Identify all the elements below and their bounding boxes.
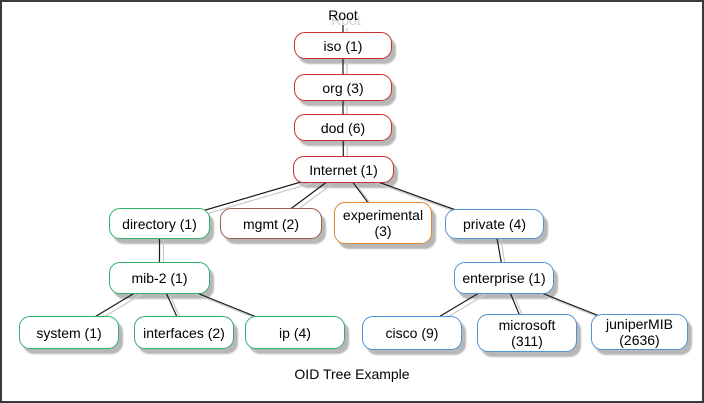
diagram-caption: OID Tree Example: [294, 366, 410, 382]
edge-internet-private-shadow: [347, 171, 499, 228]
edge-internet-experimental: [343, 169, 384, 224]
edge-enterprise-cisco: [411, 277, 505, 334]
edge-enterprise-cisco-shadow: [415, 280, 509, 337]
edge-mib2-system-shadow: [72, 280, 164, 337]
edge-internet-directory-shadow: [163, 171, 348, 228]
edge-dod-internet: [342, 127, 345, 170]
edge-mib2-system: [68, 277, 160, 334]
edge-enterprise-juniper-shadow: [507, 280, 644, 336]
edge-dod-internet-shadow: [346, 130, 349, 173]
edge-internet-experimental-shadow: [347, 172, 388, 227]
edge-enterprise-juniper: [503, 277, 640, 333]
root-node-label: Root: [328, 7, 358, 23]
edge-internet-mgmt: [270, 169, 344, 224]
edge-internet-mgmt-shadow: [274, 172, 348, 227]
